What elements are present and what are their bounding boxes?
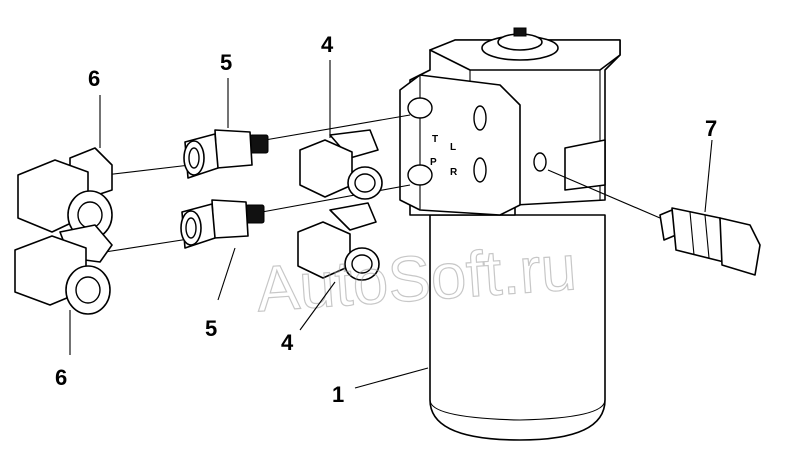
port-label-t: T	[432, 134, 438, 145]
straight-adapter-top	[183, 129, 269, 179]
callout-6-bottom: 6	[55, 365, 67, 390]
callout-1: 1	[332, 382, 344, 407]
assembly-lines	[104, 114, 661, 253]
elbow-fitting-bottom	[297, 202, 380, 281]
port-face-plate: T L P R	[399, 74, 521, 216]
callout-6-top: 6	[88, 66, 100, 91]
callout-7: 7	[705, 116, 717, 141]
elbow-fitting-top	[299, 129, 383, 200]
swivel-elbow-top	[17, 147, 113, 240]
swivel-elbow-bottom	[14, 224, 113, 315]
port-label-p: P	[430, 157, 437, 168]
port-label-r: R	[450, 167, 458, 178]
callout-5-bottom: 5	[205, 316, 217, 341]
port-label-l: L	[450, 142, 456, 153]
callout-5-top: 5	[220, 50, 232, 75]
callout-4-bottom: 4	[281, 330, 294, 355]
callout-4-top: 4	[321, 32, 334, 57]
leader-lines	[69, 60, 713, 389]
pressure-sensor-plug	[659, 207, 761, 276]
straight-adapter-bottom	[180, 199, 265, 249]
